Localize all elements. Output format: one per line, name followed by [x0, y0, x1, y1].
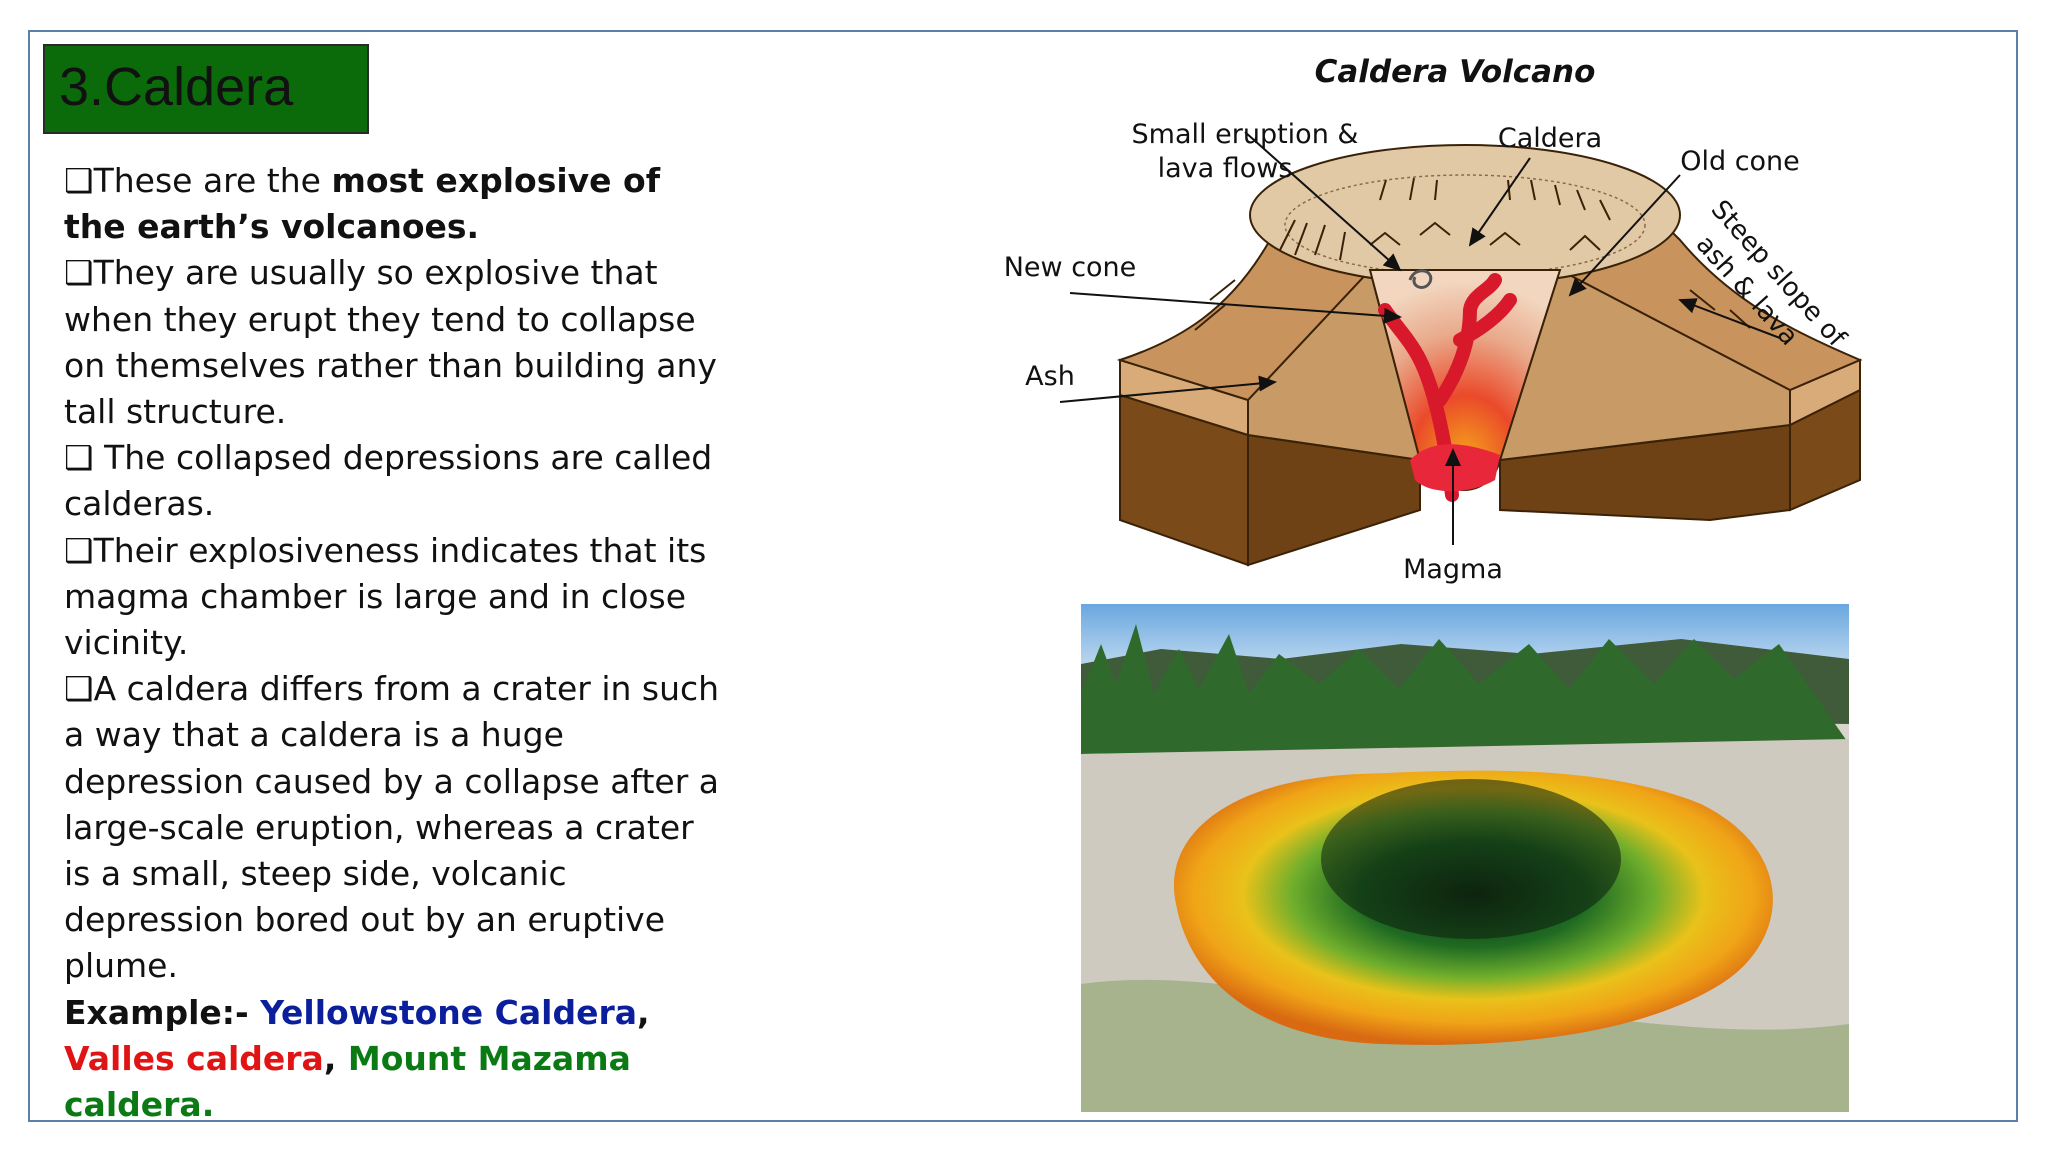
- arrow-caldera: [1468, 157, 1531, 247]
- checkbox-bullet-icon: ❑: [64, 438, 94, 478]
- arrow-steep-slope: [1678, 298, 1781, 339]
- bullet-item: ❑A caldera differs from a crater in such…: [64, 669, 720, 986]
- example-separator: ,: [323, 1038, 348, 1078]
- checkbox-bullet-icon: ❑: [64, 530, 94, 570]
- slope-hatching: [1194, 279, 1751, 331]
- slide-frame: [28, 30, 2018, 1122]
- diagram-title: Caldera Volcano: [1315, 54, 1596, 90]
- arrow-old-cone: [1568, 174, 1681, 297]
- label-new-cone: New cone: [1004, 252, 1137, 283]
- bullet-item: ❑ The collapsed depressions are called c…: [64, 438, 713, 524]
- arrow-new-cone: [1069, 292, 1402, 324]
- hot-spring-photo: [1081, 604, 1849, 1112]
- example-label: Example:-: [64, 992, 261, 1032]
- label-small-eruption: Small eruption &: [1132, 119, 1359, 150]
- new-cones: [1369, 221, 1601, 251]
- bullet-item: ❑They are usually so explosive that when…: [64, 253, 717, 432]
- photo-forest: [1081, 624, 1849, 754]
- example-yellowstone: Yellowstone Caldera: [260, 992, 638, 1032]
- example-valles: Valles caldera: [64, 1038, 324, 1078]
- checkbox-bullet-icon: ❑: [64, 253, 94, 293]
- arrow-small-eruption: [1244, 131, 1402, 272]
- caldera-basin: [1249, 144, 1681, 286]
- example-line: Example:- Yellowstone Caldera, Valles ca…: [64, 990, 724, 1129]
- checkbox-bullet-icon: ❑: [64, 669, 94, 709]
- label-caldera: Caldera: [1498, 123, 1602, 154]
- label-ash: Ash: [1025, 361, 1075, 392]
- arrow-ash: [1059, 375, 1277, 403]
- bullet-item: ❑Their explosiveness indicates that its …: [64, 530, 707, 663]
- caldera-ridges: [1279, 177, 1611, 261]
- small-eruption-swirl: [1408, 269, 1433, 289]
- caldera-diagram: Caldera Volcano S: [990, 40, 1890, 600]
- magma-pool: [1410, 444, 1500, 492]
- checkbox-bullet-icon: ❑: [64, 161, 94, 200]
- slide-title: 3.Caldera: [59, 57, 294, 117]
- caldera-inner-ring: [1284, 174, 1646, 276]
- example-separator: ,: [637, 992, 650, 1032]
- label-old-cone: Old cone: [1680, 146, 1800, 177]
- example-mazama: Mount Mazama caldera.: [64, 1038, 631, 1125]
- slide-title-box: 3.Caldera: [43, 44, 369, 134]
- photo-pool-center: [1321, 779, 1621, 939]
- label-magma: Magma: [1403, 554, 1503, 585]
- label-lava-flows: lava flows: [1158, 153, 1293, 184]
- bullet-item: ❑These are the most explosive of the ear…: [64, 161, 661, 247]
- bullet-list: ❑These are the most explosive of the ear…: [64, 158, 724, 1128]
